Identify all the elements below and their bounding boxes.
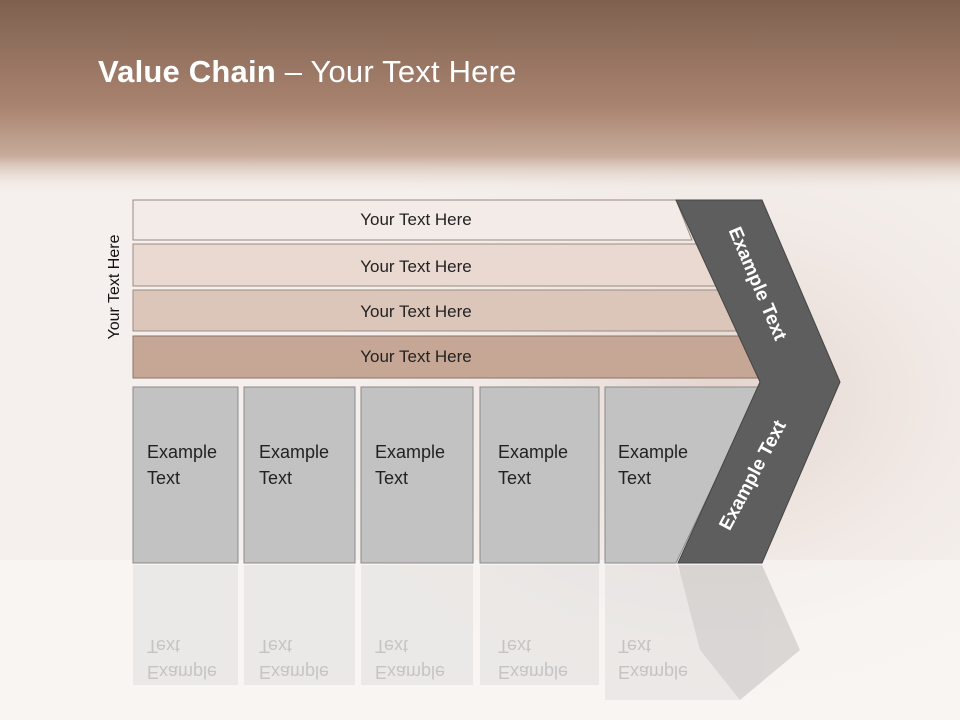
box-2-label: Example Text [259,442,330,488]
box-3-reflection: Example Text [375,636,446,682]
bar-3-label: Your Text Here [360,302,472,321]
box-5-reflection: Example Text [618,636,689,682]
bar-4-label: Your Text Here [360,347,472,366]
slide-title-rest: – Your Text Here [275,54,517,89]
box-5 [604,386,761,564]
box-3-label: Example Text [375,442,446,488]
reflection [133,565,800,700]
box-1-reflection: Example Text [147,636,218,682]
box-4-label: Example Text [498,442,569,488]
box-5-label: Example Text [618,442,689,488]
box-4 [479,386,600,564]
bar-1-label: Your Text Here [360,210,472,229]
box-1-label: Example Text [147,442,218,488]
chevron-arrow [675,199,841,564]
bar-1 [132,199,693,241]
box-4-reflection: Example Text [498,636,569,682]
slide-title-bold: Value Chain [98,54,276,89]
box-3 [360,386,474,564]
bar-2-label: Your Text Here [360,257,472,276]
box-2-reflection: Example Text [259,636,330,682]
box-2 [243,386,356,564]
box-1 [132,386,239,564]
slide-title: Value Chain – Your Text Here [98,54,517,90]
